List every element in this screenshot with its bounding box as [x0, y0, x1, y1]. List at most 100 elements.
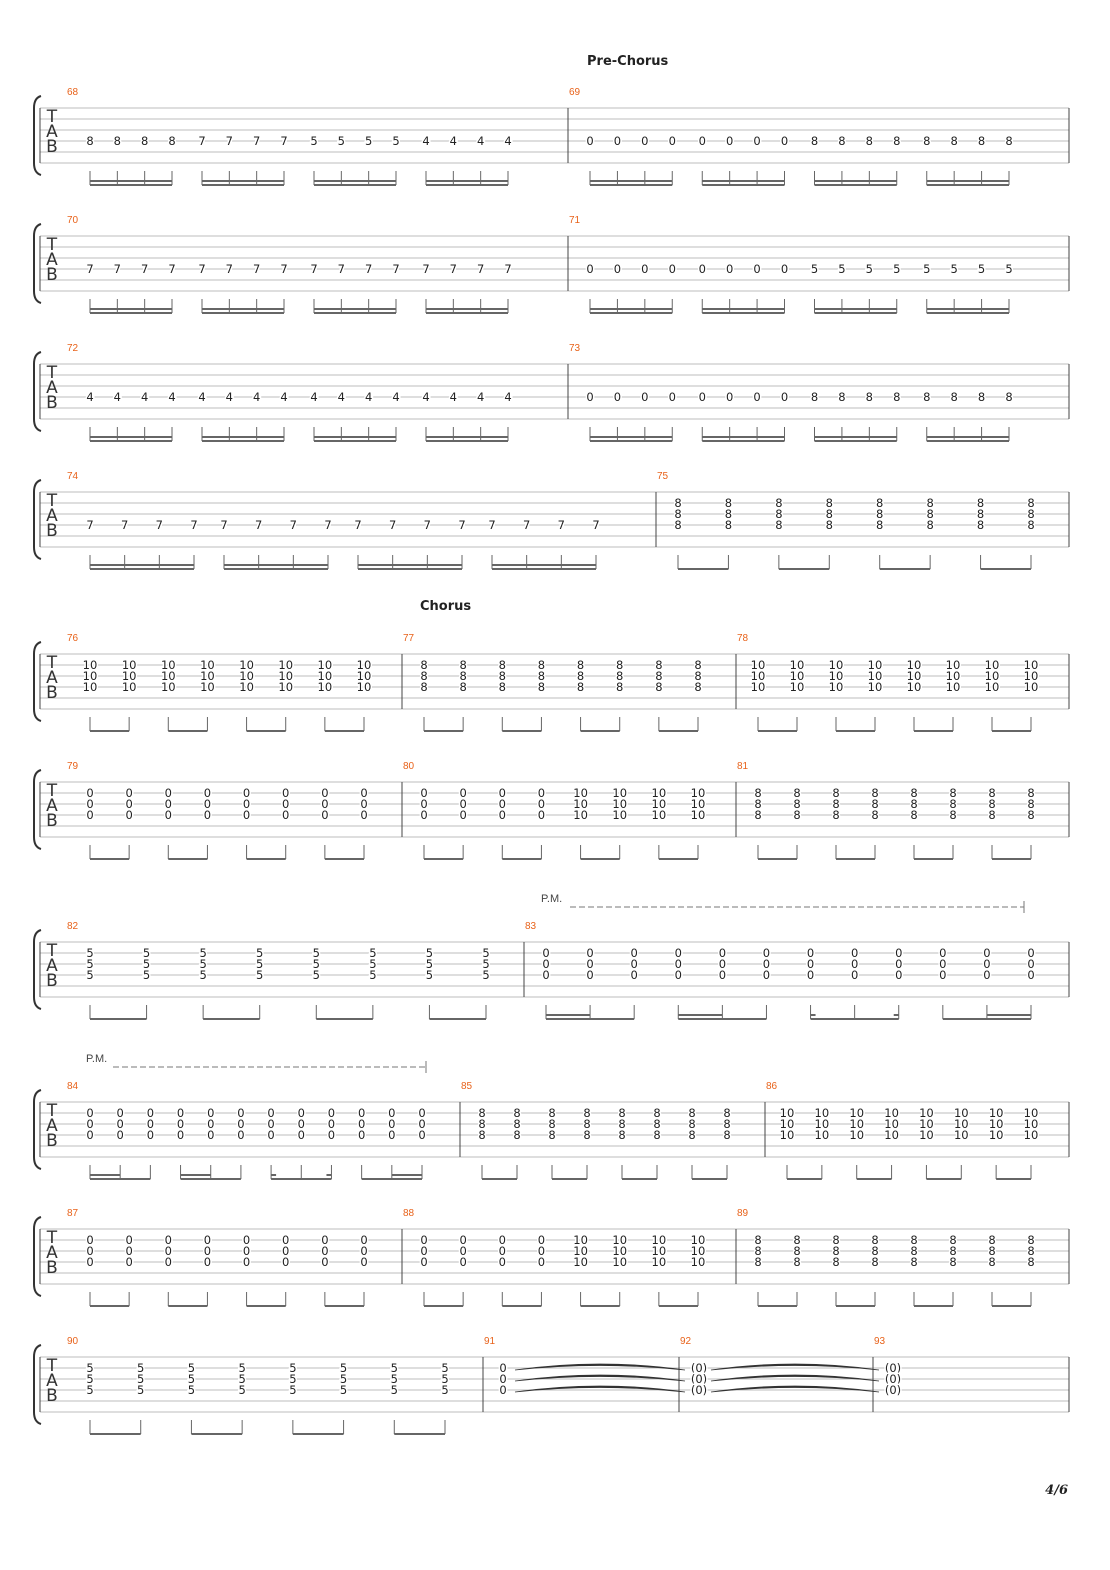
system-bracket	[33, 351, 42, 432]
fret-number: 8	[811, 134, 818, 148]
fret-number: (0)	[691, 1383, 707, 1397]
fret-number: 10	[1024, 680, 1039, 694]
fret-number: 0	[586, 134, 593, 148]
fret-number: 8	[832, 808, 839, 822]
fret-number: 0	[125, 1255, 132, 1269]
fret-number: 0	[669, 134, 676, 148]
fret-number: 8	[688, 1117, 695, 1131]
fret-number: 0	[675, 957, 682, 971]
system-bracket	[33, 95, 42, 176]
measure-number: 87	[67, 1208, 79, 1219]
fret-number: 5	[238, 1383, 245, 1397]
fret-number: 0	[895, 968, 902, 982]
tab-clef-letter: A	[46, 378, 58, 398]
measure-number: 79	[67, 761, 79, 772]
fret-number: 10	[907, 658, 922, 672]
fret-number: 0	[753, 262, 760, 276]
fret-number: 0	[117, 1106, 124, 1120]
fret-number: 4	[226, 390, 233, 404]
fret-number: 8	[459, 658, 466, 672]
fret-number: 8	[618, 1128, 625, 1142]
fret-number: 5	[289, 1372, 296, 1386]
fret-number: 4	[450, 134, 457, 148]
fret-number: 5	[188, 1383, 195, 1397]
fret-number: 0	[86, 1117, 93, 1131]
fret-number: 7	[220, 518, 227, 532]
fret-number: 10	[652, 786, 667, 800]
fret-number: 10	[985, 680, 1000, 694]
fret-number: 5	[199, 946, 206, 960]
fret-number: 0	[939, 946, 946, 960]
fret-number: 8	[655, 658, 662, 672]
fret-number: 7	[156, 518, 163, 532]
fret-number: 8	[871, 1233, 878, 1247]
fret-number: 8	[977, 496, 984, 510]
fret-number: 0	[86, 1128, 93, 1142]
tab-clef-letter: T	[46, 941, 58, 961]
fret-number: 5	[256, 946, 263, 960]
fret-number: 8	[988, 797, 995, 811]
fret-number: 10	[357, 680, 372, 694]
tab-clef-letter: B	[46, 683, 58, 703]
system-bracket	[33, 1089, 42, 1170]
fret-number: 10	[989, 1106, 1004, 1120]
fret-number: 8	[688, 1106, 695, 1120]
fret-number: 10	[573, 1244, 588, 1258]
fret-number: 8	[838, 390, 845, 404]
fret-number: 0	[204, 797, 211, 811]
fret-number: 10	[83, 669, 98, 683]
system-bracket	[33, 1344, 42, 1425]
tab-clef-letter: A	[46, 956, 58, 976]
fret-number: 10	[954, 1128, 969, 1142]
fret-number: 8	[893, 134, 900, 148]
fret-number: 0	[807, 946, 814, 960]
fret-number: 10	[691, 1233, 706, 1247]
fret-number: 8	[910, 1233, 917, 1247]
fret-number: 5	[137, 1372, 144, 1386]
fret-number: 10	[691, 786, 706, 800]
fret-number: 4	[86, 390, 93, 404]
fret-number: 0	[204, 786, 211, 800]
fret-number: 7	[523, 518, 530, 532]
fret-number: 0	[542, 968, 549, 982]
fret-number: 0	[147, 1117, 154, 1131]
fret-number: 10	[652, 1255, 667, 1269]
fret-number: 0	[358, 1106, 365, 1120]
fret-number: 8	[548, 1117, 555, 1131]
fret-number: 10	[829, 669, 844, 683]
fret-number: 10	[907, 680, 922, 694]
fret-number: 10	[161, 680, 176, 694]
fret-number: 8	[459, 680, 466, 694]
fret-number: 8	[838, 134, 845, 148]
fret-number: 10	[868, 680, 883, 694]
fret-number: 8	[826, 496, 833, 510]
fret-number: 8	[988, 1244, 995, 1258]
fret-number: 10	[751, 680, 766, 694]
fret-number: 8	[876, 507, 883, 521]
fret-number: 0	[538, 1255, 545, 1269]
fret-number: 0	[420, 797, 427, 811]
fret-number: 10	[884, 1106, 899, 1120]
fret-number: 8	[168, 134, 175, 148]
fret-number: 4	[365, 390, 372, 404]
fret-number: 0	[726, 134, 733, 148]
fret-number: 0	[243, 1233, 250, 1247]
fret-number: 0	[86, 808, 93, 822]
measure-number: 81	[737, 761, 749, 772]
fret-number: 0	[983, 946, 990, 960]
fret-number: 0	[641, 134, 648, 148]
tab-system: TAB8255555555555555555555555583000000000…	[33, 893, 1070, 1020]
fret-number: 10	[239, 669, 254, 683]
measure-number: 76	[67, 633, 79, 644]
fret-number: 5	[369, 957, 376, 971]
fret-number: 0	[459, 1255, 466, 1269]
fret-number: 5	[86, 957, 93, 971]
fret-number: 10	[829, 658, 844, 672]
fret-number: 8	[1005, 134, 1012, 148]
measure-number: 93	[874, 1336, 886, 1347]
fret-number: 5	[482, 946, 489, 960]
fret-number: 0	[586, 946, 593, 960]
tab-clef-letter: T	[46, 653, 58, 673]
tab-system: TAB905555555555555555555555559100092(0)(…	[33, 1336, 1070, 1435]
